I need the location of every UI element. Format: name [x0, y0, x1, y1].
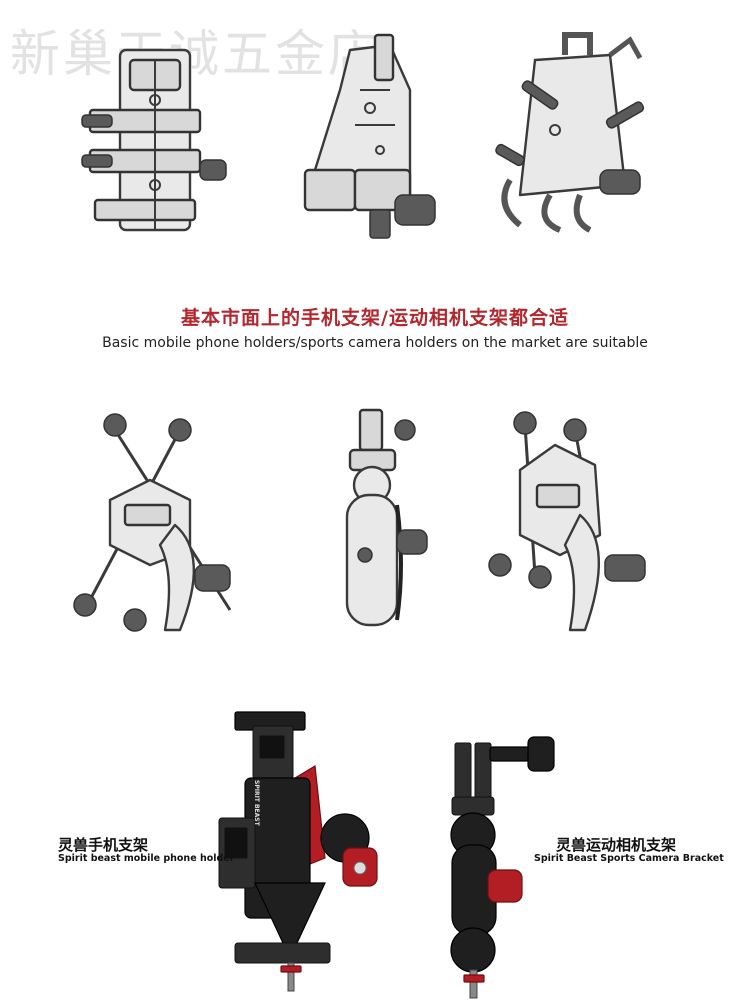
phone-holder-label-en: Spirit beast mobile phone holder — [58, 853, 235, 864]
phone-holder-label-cn: 灵兽手机支架 — [58, 836, 149, 854]
camera-bracket-label-cn: 灵兽运动相机支架 — [556, 836, 677, 854]
clamp-holder-sketch-1 — [81, 48, 227, 232]
spirit-beast-camera-bracket — [450, 736, 555, 999]
ball-mount-arm-sketch — [345, 408, 428, 627]
shop-watermark: 新巢天诚五金店 — [10, 25, 381, 83]
x-grip-holder-sketch-1 — [73, 413, 232, 632]
clamp-holder-sketch-2 — [303, 33, 436, 239]
phone-holder-brand-logo: SPIRIT BEAST — [253, 780, 260, 826]
camera-bracket-label-en: Spirit Beast Sports Camera Bracket — [534, 853, 724, 864]
x-grip-holder-sketch-2 — [488, 411, 646, 632]
compatibility-subheadline: Basic mobile phone holders/sports camera… — [102, 335, 648, 351]
spirit-beast-phone-holder — [218, 711, 378, 992]
compatibility-headline: 基本市面上的手机支架/运动相机支架都合适 — [181, 307, 569, 329]
clamp-holder-sketch-3 — [495, 32, 645, 233]
